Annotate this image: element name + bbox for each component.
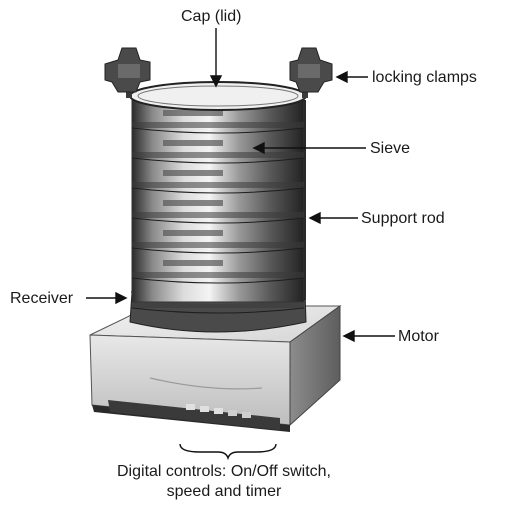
controls-brace [179,443,277,461]
sieve-rim [131,307,305,314]
sieve-rim [131,277,305,284]
sieve-ring [132,182,304,188]
sieve-rim [131,187,305,194]
sieve-rim [131,127,305,134]
motor-label: Motor [398,328,439,345]
locking-clamps-label: locking clamps [372,69,477,86]
sieve-ring [132,122,304,128]
sieve-stack [131,95,305,314]
sieve-rim [131,157,305,164]
receiver-label: Receiver [10,290,74,307]
on-off-button [186,404,195,410]
callout-lines [86,28,395,343]
support-rod-label: Support rod [361,210,445,227]
sieve-rim [131,247,305,254]
sieve-ring [132,242,304,248]
sieve-rim [131,217,305,224]
cap-label: Cap (lid) [181,8,242,25]
timer-button [214,408,223,414]
sieve-label: Sieve [370,140,411,157]
digital-controls-label: Digital controls: On/Off switch, speed a… [117,463,331,500]
speed-button [200,406,209,412]
control-panel [108,400,280,430]
sieve-ring [132,152,304,158]
sieve-ring [132,272,304,278]
sieve-ring [132,302,304,308]
sieve-rings [131,122,305,314]
right-locking-clamp [289,47,333,98]
left-locking-clamp [104,47,151,98]
cap-lid [129,81,307,111]
sieve-ring [132,212,304,218]
